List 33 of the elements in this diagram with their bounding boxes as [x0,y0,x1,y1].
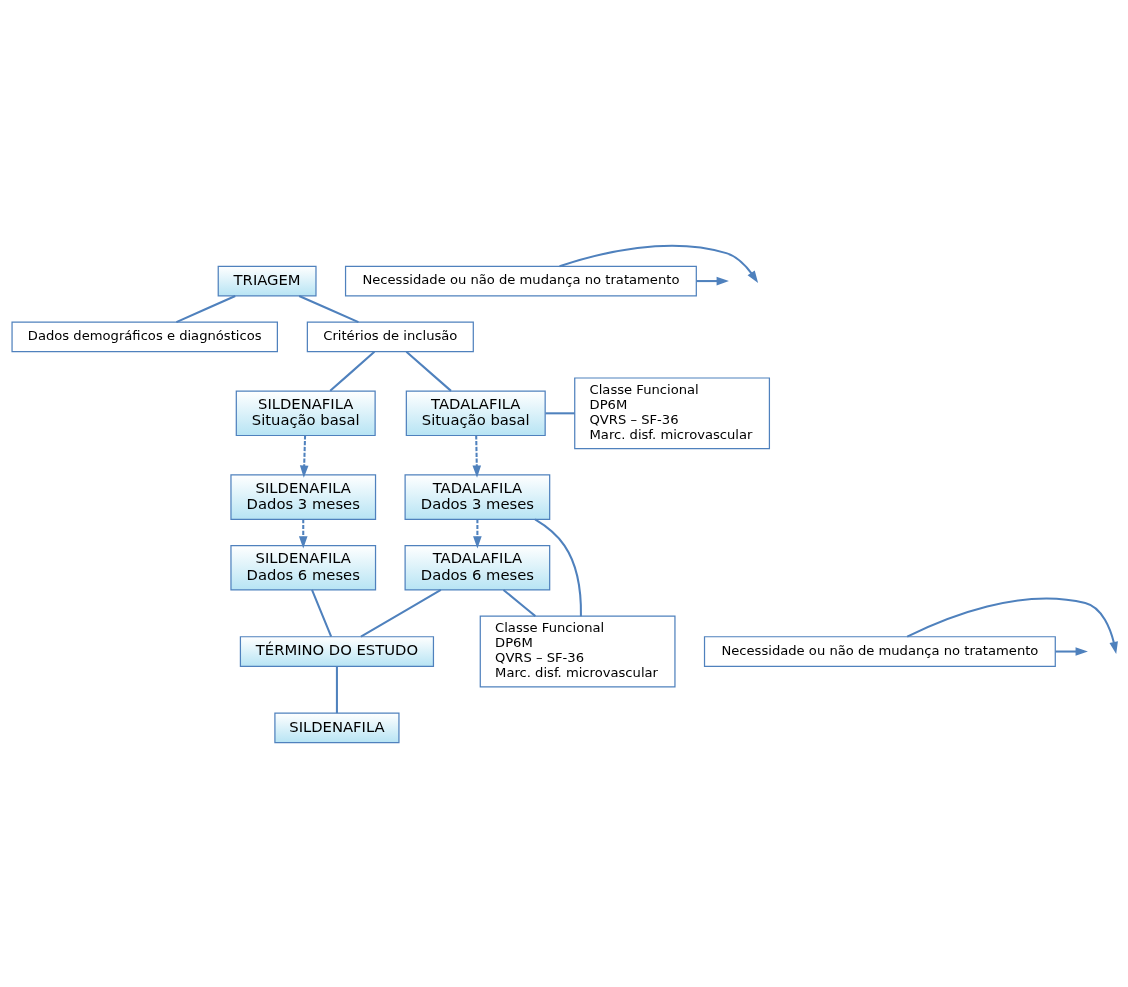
connector [175,294,236,323]
connector [335,665,338,713]
arrow [472,435,482,478]
connector [545,411,575,414]
node-box: TÉRMINO DO ESTUDO [239,635,435,667]
arrow [298,518,308,549]
node-box: SILDENAFILA Dados 6 meses [230,544,377,591]
node-box: SILDENAFILA [274,712,400,743]
connector [311,589,333,637]
connector [360,588,442,638]
connector [298,294,359,323]
arrow [473,518,482,549]
node-box: TADALAFILA Situação basal [405,390,546,436]
node-box: Critérios de inclusão [306,321,474,352]
node-box: TADALAFILA Dados 6 meses [404,544,551,591]
node-box: Dados demográficos e diagnósticos [11,321,278,352]
node-box: SILDENAFILA Dados 3 meses [230,473,377,520]
connector [329,350,376,392]
arrow [559,244,759,283]
node-box: Classe Funcional DP6M QVRS – SF-36 Marc. disf. microvascular [574,376,771,449]
node-box: Necessidade ou não de mudança no tratamento [703,635,1056,667]
node-box: Necessidade ou não de mudança no tratamento [344,265,697,296]
arrow [696,276,729,285]
arrow [299,434,309,478]
node-box: TRIAGEM [217,265,317,296]
connector [405,350,452,392]
connector [502,588,537,617]
connector [534,518,582,616]
arrow [1055,646,1088,656]
node-box: TADALAFILA Dados 3 meses [404,473,551,520]
arrow [906,597,1118,654]
node-box: Classe Funcional DP6M QVRS – SF-36 Marc. disf. microvascular [479,615,676,687]
node-box: SILDENAFILA Situação basal [235,390,376,436]
